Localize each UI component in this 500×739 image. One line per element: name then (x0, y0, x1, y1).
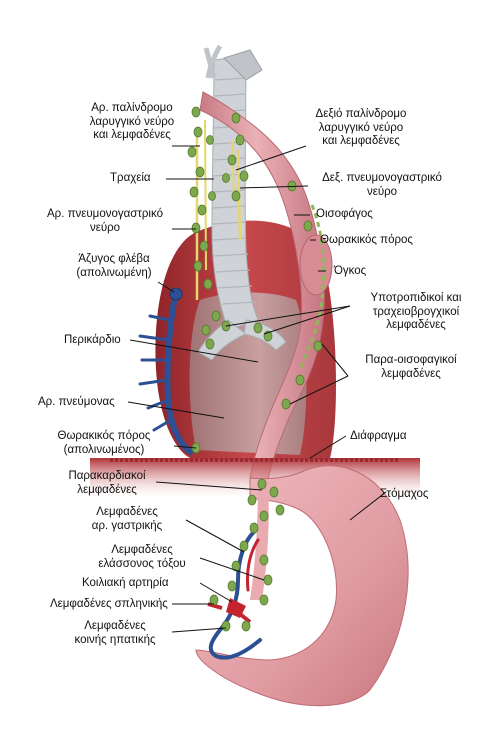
celiac-artery (207, 598, 252, 624)
label-subcarinal-nodes: Υποτροπιδικοί και τραχειοβρογχικοί λεμφα… (370, 292, 462, 331)
label-tumor: Όγκος (334, 265, 367, 277)
label-paracardial-nodes: Παρακαρδιακοί λεμφαδένες (68, 470, 146, 496)
label-thoracic-duct: Θωρακικός πόρος (320, 234, 413, 246)
label-lesser-curve-nodes: Λεμφαδένες ελάσσονος τόξου (98, 544, 186, 570)
azygos-vein (138, 289, 193, 455)
label-stomach: Στόμαχος (380, 488, 429, 500)
label-pericardium: Περικάρδιο (64, 334, 121, 346)
right-recurrent-nerve (231, 139, 235, 201)
leader-lines (127, 145, 387, 633)
label-azygos-vein: Άζυγος φλέβα (απολινωμένη) (76, 253, 152, 279)
label-left-lung: Αρ. πνεύμονας (38, 396, 115, 408)
label-diaphragm: Διάφραγμα (350, 430, 407, 442)
label-paraesophageal-nodes: Παρα-οισοφαγικοί λεμφαδένες (365, 354, 457, 380)
label-hepatic-nodes: Λεμφαδένες κοινής ηπατικής (74, 620, 156, 646)
label-celiac-artery: Κοιλιακή αρτηρία (82, 577, 169, 589)
label-right-recurrent-nerve: Δεξιό παλίνδρομο λαρυγγικό νεύρο και λεμ… (315, 108, 407, 147)
label-left-vagus-nerve: Αρ. πνευμονογαστρικό νεύρο (46, 208, 163, 234)
label-left-gastric-nodes: Λεμφαδένες αρ. γαστρικής (91, 506, 163, 532)
label-left-recurrent-nerve: Αρ. παλίνδρομο λαρυγγικό νεύρο και λεμφα… (89, 102, 175, 141)
label-esophagus: Οισοφάγος (316, 208, 373, 220)
label-splenic-nodes: Λεμφαδένες σπληνικής (50, 598, 168, 610)
label-thoracic-duct-ligated: Θωρακικός πόρος (απολινωμένος) (57, 430, 151, 456)
label-trachea: Τραχεία (110, 172, 151, 184)
gastric-vessels (208, 528, 262, 660)
azygos-ligature (169, 287, 183, 301)
stomach (195, 465, 409, 707)
label-right-vagus-nerve: Δεξ. πνευμονογαστρικό νεύρο (322, 172, 442, 198)
